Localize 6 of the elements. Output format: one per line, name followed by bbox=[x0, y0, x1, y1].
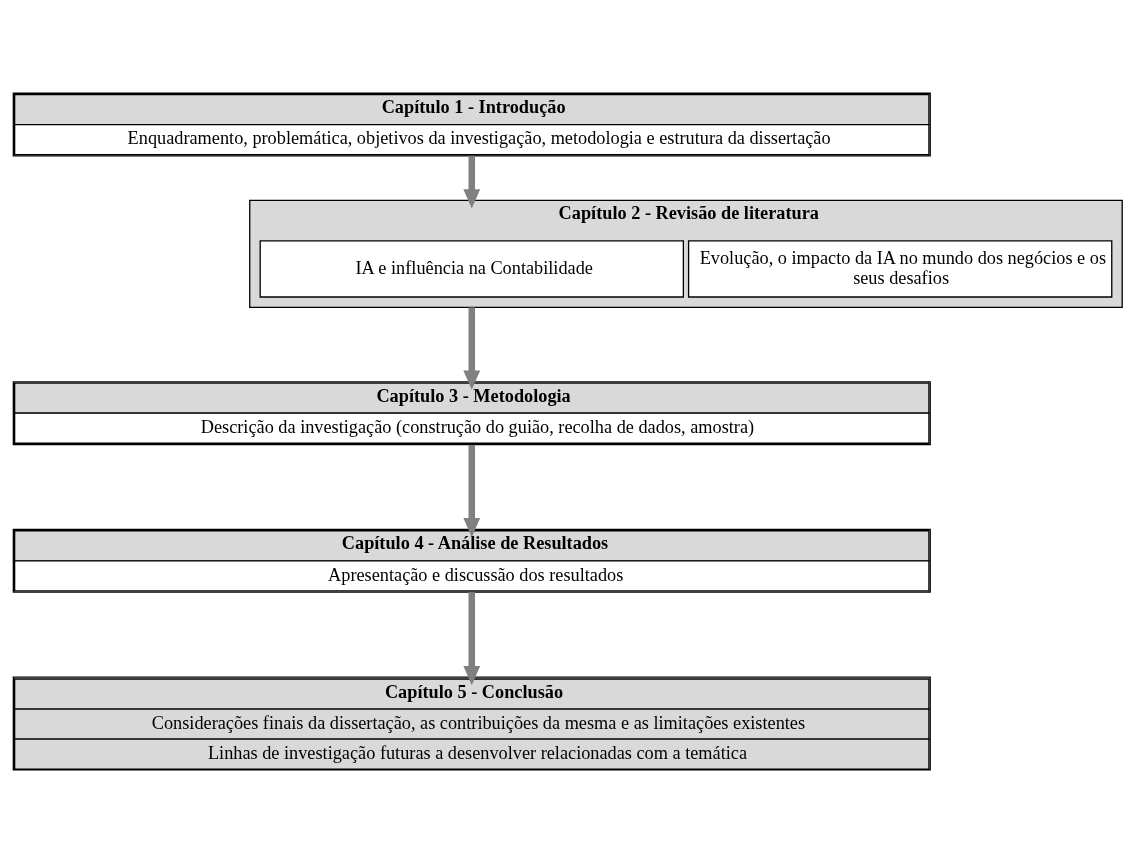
arrow bbox=[463, 444, 481, 538]
node-box: IA e influência na Contabilidade bbox=[259, 240, 684, 298]
arrow bbox=[463, 307, 481, 390]
arrow bbox=[463, 592, 481, 686]
arrow bbox=[463, 155, 481, 209]
node-box: Evolução, o impacto da IA no mundo dos negócios e os seus desafios bbox=[687, 240, 1113, 298]
